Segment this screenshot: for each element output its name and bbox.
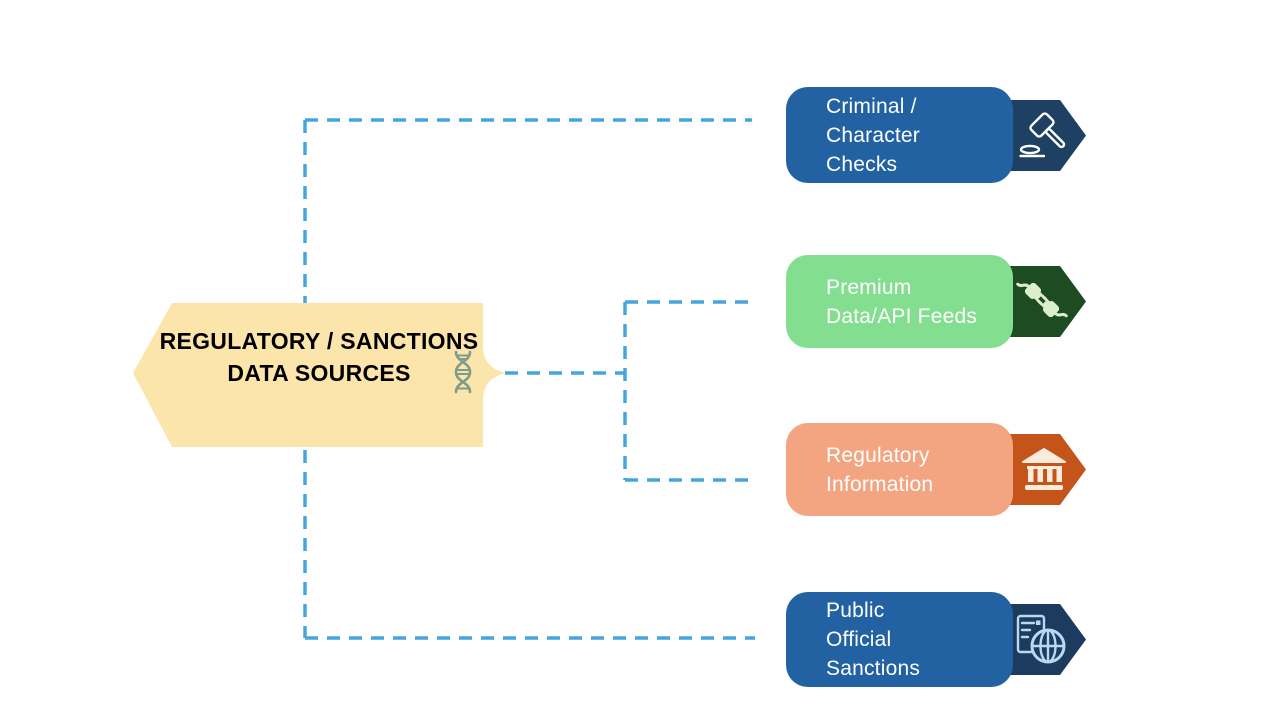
pentagon-criminal-shape: [1006, 100, 1086, 171]
pentagon-premium: [1006, 266, 1086, 337]
source-arrow-shape[interactable]: [128, 302, 508, 448]
pentagon-sanctions: [1006, 604, 1086, 675]
pentagon-regulatory-shape: [1006, 434, 1086, 505]
node-regulatory-information[interactable]: Regulatory Information: [786, 423, 1013, 516]
bank-icon: [1022, 448, 1066, 490]
node-sanctions-line1: Public: [826, 599, 885, 622]
node-regulatory-line1: Regulatory: [826, 443, 930, 467]
source-arrow-path[interactable]: [133, 303, 505, 447]
node-criminal-line1: Criminal /: [826, 94, 917, 118]
source-title-line3: DATA SOURCES: [227, 360, 411, 386]
node-premium-data-api-feeds[interactable]: Premium Data/API Feeds: [786, 255, 1013, 348]
node-sanctions-line3: Sanctions: [826, 657, 921, 680]
connector-group: [303, 118, 755, 640]
source-title-line2: SANCTIONS: [340, 328, 479, 354]
source-shape-group: REGULATORY / SANCTIONS DATA SOURCES: [128, 302, 508, 448]
pentagon-criminal: [1006, 100, 1086, 171]
plug-icon: [1016, 282, 1068, 318]
node-premium-line1: Premium: [826, 275, 912, 299]
source-title-line1: REGULATORY /: [159, 328, 334, 354]
node-criminal-line2: Character: [826, 123, 921, 147]
node-premium-line2: Data/API Feeds: [826, 304, 978, 328]
gavel-icon: [1019, 112, 1066, 158]
node-public-official-sanctions[interactable]: Public Official Sanctions: [786, 592, 1013, 687]
pentagon-regulatory: [1006, 434, 1086, 505]
source-title: REGULATORY / SANCTIONS DATA SOURCES: [158, 325, 480, 389]
node-criminal-line3: Checks: [826, 152, 898, 176]
node-sanctions-line2: Official: [826, 628, 892, 651]
node-regulatory-line2: Information: [826, 472, 934, 496]
node-criminal-character-checks[interactable]: Criminal / Character Checks: [786, 87, 1013, 183]
dna-icon: [454, 350, 472, 394]
globe-document-icon: [1016, 614, 1066, 664]
